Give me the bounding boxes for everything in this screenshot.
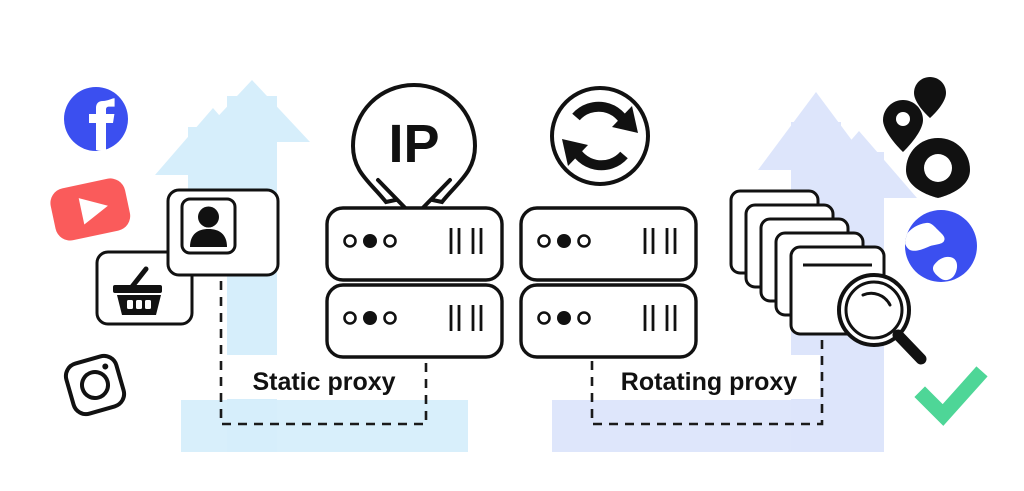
location-pin-icon-medium — [883, 100, 923, 152]
shopping-basket-icon — [113, 266, 162, 315]
ip-pin-icon: IP — [350, 82, 478, 219]
server-led-filled — [557, 311, 571, 325]
server-led-hollow — [577, 311, 591, 325]
rotating-proxy-label-plate — [598, 355, 820, 399]
server-rack — [325, 206, 504, 282]
server-led-hollow — [577, 234, 591, 248]
server-vents — [643, 305, 677, 331]
static-proxy-bracket — [219, 265, 428, 426]
avatar-person-icon — [190, 206, 227, 247]
static-proxy-label: Static proxy — [252, 368, 395, 396]
server-led-hollow — [383, 311, 397, 325]
rotating-proxy-label: Rotating proxy — [621, 368, 797, 396]
rotating-proxy-servers — [519, 206, 698, 359]
rotating-proxy-bracket — [590, 300, 824, 426]
static-proxy-band — [181, 400, 468, 452]
rotating-proxy-band — [552, 400, 866, 452]
static-proxy-servers — [325, 206, 504, 359]
youtube-icon — [50, 178, 131, 241]
server-rack — [519, 206, 698, 282]
rotate-circle-icon — [550, 86, 650, 186]
server-led-filled — [363, 234, 377, 248]
facebook-icon — [64, 87, 128, 151]
check-icon — [914, 366, 988, 426]
location-pin-icon-large — [906, 138, 970, 198]
static-proxy-label-plate — [226, 355, 422, 399]
server-rack — [325, 283, 504, 359]
server-led-hollow — [537, 311, 551, 325]
instagram-camera-icon — [63, 353, 127, 417]
magnifier-icon — [837, 273, 927, 365]
ip-pin-text: IP — [388, 114, 439, 174]
server-vents — [643, 228, 677, 254]
avatar-card — [166, 188, 280, 277]
server-led-hollow — [383, 234, 397, 248]
server-vents — [449, 305, 483, 331]
server-led-filled — [557, 234, 571, 248]
location-pin-icon-small — [914, 77, 946, 118]
server-led-filled — [363, 311, 377, 325]
globe-icon — [905, 210, 977, 282]
server-rack — [519, 283, 698, 359]
server-led-hollow — [343, 234, 357, 248]
server-led-hollow — [537, 234, 551, 248]
server-led-hollow — [343, 311, 357, 325]
server-vents — [449, 228, 483, 254]
